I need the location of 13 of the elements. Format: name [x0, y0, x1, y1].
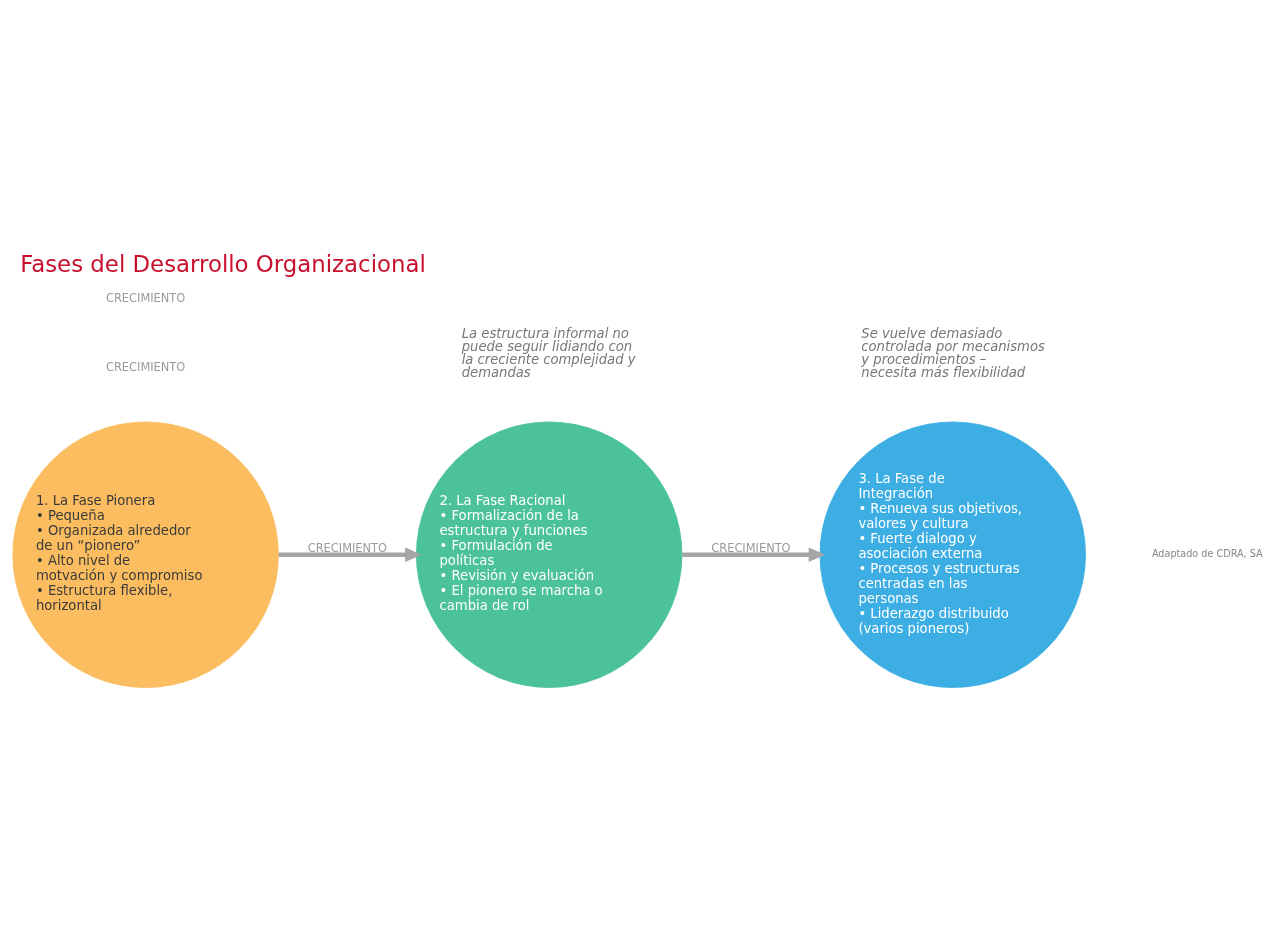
node-circle: 2. La Fase Racional • Formalización de la estructura y funciones • Formulación de políticas • Revisión y evaluación • El pionero se marcha o cambia de rol	[416, 421, 683, 688]
edge-label: CRECIMIENTO	[711, 540, 791, 555]
arrow	[682, 547, 826, 562]
label: Se vuelve demasiado controlada por mecanismos y procedimientos – necesita más flexibilidad	[861, 325, 1045, 381]
node-circle: 3. La Fase de Integración • Renueva sus objetivos, valores y cultura • Fuerte dialogo y asociación externa • Procesos y estructuras centradas en las personas • Liderazgo distribuido (varios pioneros)	[819, 421, 1086, 688]
diagram-title: Fases del Desarrollo Organizacional	[20, 251, 426, 278]
caption: Adaptado de CDRA, SA	[1151, 548, 1263, 560]
label: La estructura informal no puede seguir lidiando con la creciente complejidad y demandas	[461, 325, 636, 381]
label: CRECIMIENTO	[105, 360, 186, 375]
arrow	[278, 547, 422, 562]
edge-label: CRECIMIENTO	[307, 540, 388, 555]
label: CRECIMIENTO	[105, 290, 186, 305]
node-circle: 1. La Fase Pionera • Pequeña • Organizada alrededor de un “pionero” • Alto nivel de motvación y compromiso • Estructura flexible, horizontal	[12, 421, 279, 688]
